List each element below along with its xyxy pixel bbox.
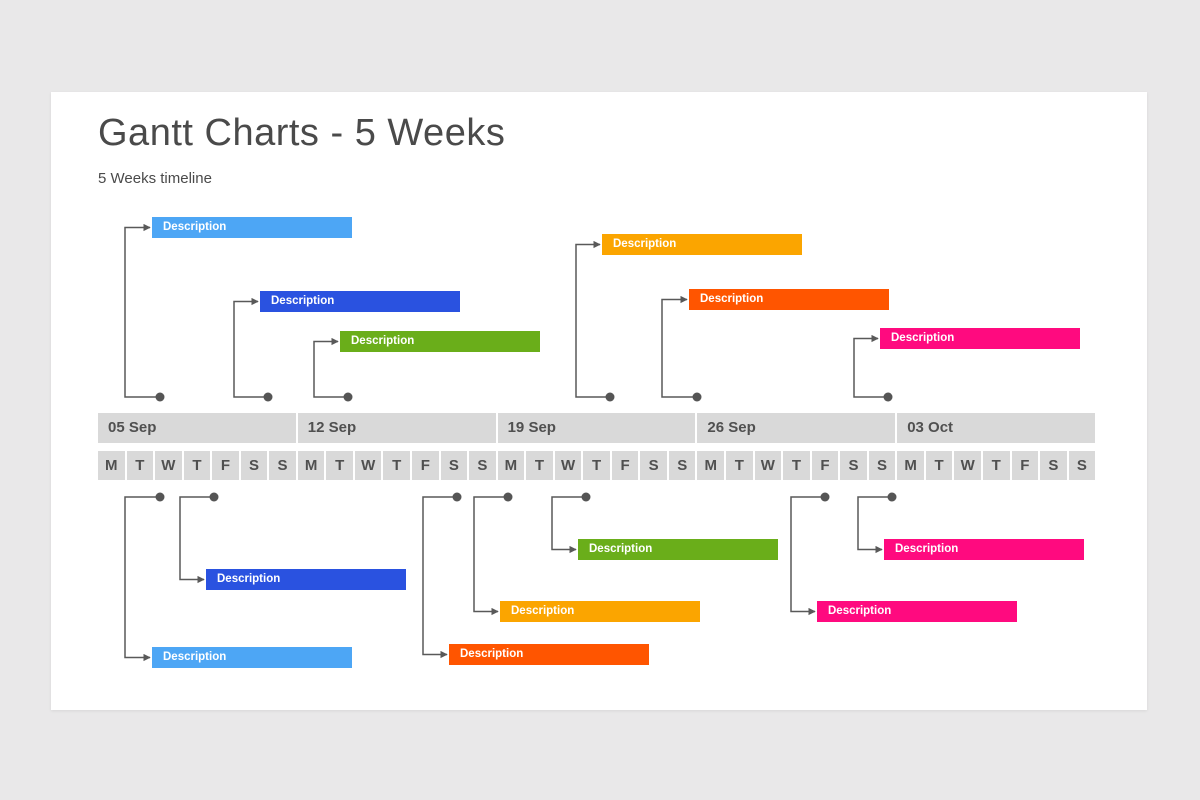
task-bar-bottom-7[interactable]: Description bbox=[206, 569, 406, 590]
page-subtitle: 5 Weeks timeline bbox=[98, 170, 212, 187]
day-cell: T bbox=[183, 451, 213, 480]
week-header-row: 05 Sep 12 Sep 19 Sep 26 Sep 03 Oct bbox=[98, 413, 1095, 443]
day-cell: F bbox=[212, 451, 241, 480]
week-label: 05 Sep bbox=[98, 413, 298, 443]
day-cell: M bbox=[297, 451, 327, 480]
day-cell: T bbox=[383, 451, 413, 480]
task-bar-top-2[interactable]: Description bbox=[260, 291, 460, 312]
day-cell: S bbox=[440, 451, 470, 480]
day-cell: S bbox=[868, 451, 898, 480]
day-cell: W bbox=[954, 451, 983, 480]
day-cell: W bbox=[754, 451, 784, 480]
task-bar-top-3[interactable]: Description bbox=[340, 331, 540, 352]
week-label: 19 Sep bbox=[497, 413, 698, 443]
task-bar-bottom-10[interactable]: Description bbox=[500, 601, 700, 622]
day-cell: W bbox=[155, 451, 184, 480]
week-label: 12 Sep bbox=[297, 413, 498, 443]
day-cell: T bbox=[583, 451, 612, 480]
task-bar-top-1[interactable]: Description bbox=[152, 217, 352, 238]
task-bar-top-4[interactable]: Description bbox=[602, 234, 802, 255]
task-bar-bottom-8[interactable]: Description bbox=[152, 647, 352, 668]
day-cell: T bbox=[526, 451, 555, 480]
day-cell: T bbox=[126, 451, 156, 480]
task-bar-bottom-11[interactable]: Description bbox=[578, 539, 778, 560]
day-cell: S bbox=[240, 451, 270, 480]
week-label: 03 Oct bbox=[897, 413, 1095, 443]
day-cell: F bbox=[412, 451, 441, 480]
day-cell: T bbox=[925, 451, 955, 480]
task-bar-top-6[interactable]: Description bbox=[880, 328, 1080, 349]
day-cell: T bbox=[326, 451, 355, 480]
day-cell: M bbox=[697, 451, 727, 480]
day-cell: T bbox=[982, 451, 1012, 480]
day-cell: M bbox=[98, 451, 127, 480]
week-label: 26 Sep bbox=[697, 413, 898, 443]
day-cell: T bbox=[726, 451, 755, 480]
task-bar-top-5[interactable]: Description bbox=[689, 289, 889, 310]
day-cell: S bbox=[1040, 451, 1069, 480]
day-cell: F bbox=[1011, 451, 1041, 480]
task-bar-bottom-13[interactable]: Description bbox=[884, 539, 1084, 560]
day-cell: M bbox=[497, 451, 527, 480]
task-bar-bottom-9[interactable]: Description bbox=[449, 644, 649, 665]
day-cell: F bbox=[811, 451, 841, 480]
page-title: Gantt Charts - 5 Weeks bbox=[98, 112, 506, 154]
day-cell: S bbox=[640, 451, 669, 480]
day-cell: S bbox=[269, 451, 298, 480]
day-cell: W bbox=[354, 451, 384, 480]
day-cell: F bbox=[611, 451, 641, 480]
task-bar-bottom-12[interactable]: Description bbox=[817, 601, 1017, 622]
day-cell: S bbox=[840, 451, 869, 480]
day-cell: S bbox=[1068, 451, 1096, 480]
day-cell: S bbox=[469, 451, 498, 480]
day-cell: W bbox=[554, 451, 584, 480]
day-cell: S bbox=[668, 451, 698, 480]
day-cell: M bbox=[897, 451, 926, 480]
day-cell: T bbox=[783, 451, 812, 480]
